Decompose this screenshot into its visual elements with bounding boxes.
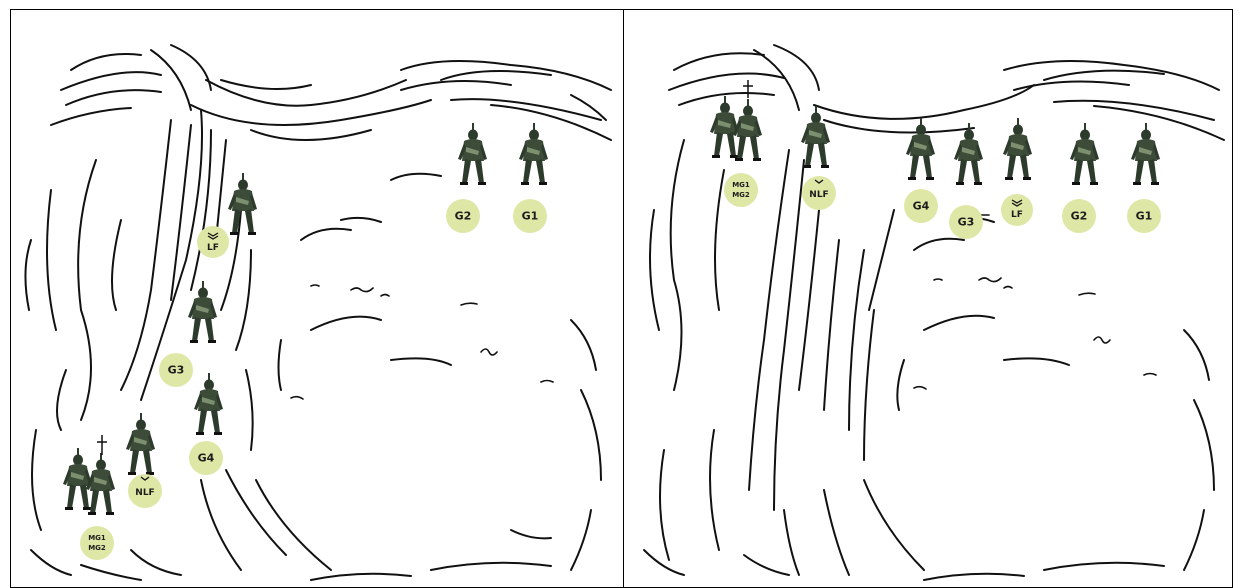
right-soldier-nlf <box>801 106 830 168</box>
left-badge-g2: G2 <box>446 199 480 233</box>
left-soldier-mg2 <box>86 453 115 515</box>
left-badge-nlf-label: NLF <box>135 488 154 498</box>
left-terrain-sketch: G2 G1 LF G3 G4 NLF MG1 MG2 <box>11 10 624 588</box>
left-soldier-lf <box>228 173 257 235</box>
right-badge-g2-label: G2 <box>1071 210 1088 223</box>
right-soldier-mg1 <box>710 96 739 158</box>
left-soldier-g2 <box>458 123 487 185</box>
left-radio-antenna-icon <box>97 435 107 455</box>
left-soldier-g4 <box>194 373 223 435</box>
right-terrain-sketch: MG1 MG2 NLF G4 G3 LF G2 G1 <box>624 10 1233 588</box>
left-soldier-mg1 <box>63 448 92 510</box>
right-badge-nlf: NLF <box>802 176 836 210</box>
left-badge-lf: LF <box>197 226 229 258</box>
right-soldier-g3 <box>954 123 983 185</box>
left-terrain-lines <box>25 45 611 580</box>
right-soldier-g2 <box>1070 123 1099 185</box>
left-soldier-g1 <box>519 123 548 185</box>
left-badge-g1: G1 <box>513 199 547 233</box>
right-badge-nlf-label: NLF <box>809 190 828 200</box>
right-badge-mg1-label: MG1 <box>732 181 750 189</box>
left-badge-g2-label: G2 <box>455 210 472 223</box>
right-badge-g3-label: G3 <box>958 216 975 229</box>
right-badge-g3: G3 <box>949 205 983 239</box>
left-badge-mg2-label: MG2 <box>88 544 106 552</box>
right-badge-g1-label: G1 <box>1136 210 1153 223</box>
right-badge-g2: G2 <box>1062 199 1096 233</box>
right-badge-lf: LF <box>1001 194 1033 226</box>
left-badge-mg1-label: MG1 <box>88 534 106 542</box>
left-soldiers <box>63 123 548 515</box>
right-soldier-mg2 <box>733 99 762 161</box>
right-badge-mg: MG1 MG2 <box>724 173 758 207</box>
right-badge-lf-label: LF <box>1011 210 1023 220</box>
right-soldiers <box>710 96 1160 185</box>
right-radio-antenna-icon <box>743 80 753 98</box>
left-badge-g4: G4 <box>189 441 223 475</box>
right-badge-g1: G1 <box>1127 199 1161 233</box>
left-soldier-g3 <box>188 281 217 343</box>
right-badge-g4: G4 <box>904 189 938 223</box>
left-badge-g3: G3 <box>159 353 193 387</box>
right-badge-mg2-label: MG2 <box>732 191 750 199</box>
left-panel-frame: G2 G1 LF G3 G4 NLF MG1 MG2 <box>10 9 624 588</box>
right-badge-g4-label: G4 <box>913 200 930 213</box>
right-soldier-g1 <box>1131 123 1160 185</box>
left-soldier-nlf <box>126 413 155 475</box>
left-badge-g4-label: G4 <box>198 452 215 465</box>
left-badge-g1-label: G1 <box>522 210 539 223</box>
left-badge-nlf: NLF <box>128 474 162 508</box>
left-badges: G2 G1 LF G3 G4 NLF MG1 MG2 <box>80 199 547 560</box>
left-badge-mg: MG1 MG2 <box>80 526 114 560</box>
left-badge-g3-label: G3 <box>168 364 185 377</box>
right-soldier-lf <box>1003 118 1032 180</box>
right-soldier-g4 <box>906 118 935 180</box>
left-badge-lf-label: LF <box>207 243 219 253</box>
right-panel-frame: MG1 MG2 NLF G4 G3 LF G2 G1 <box>623 9 1233 588</box>
